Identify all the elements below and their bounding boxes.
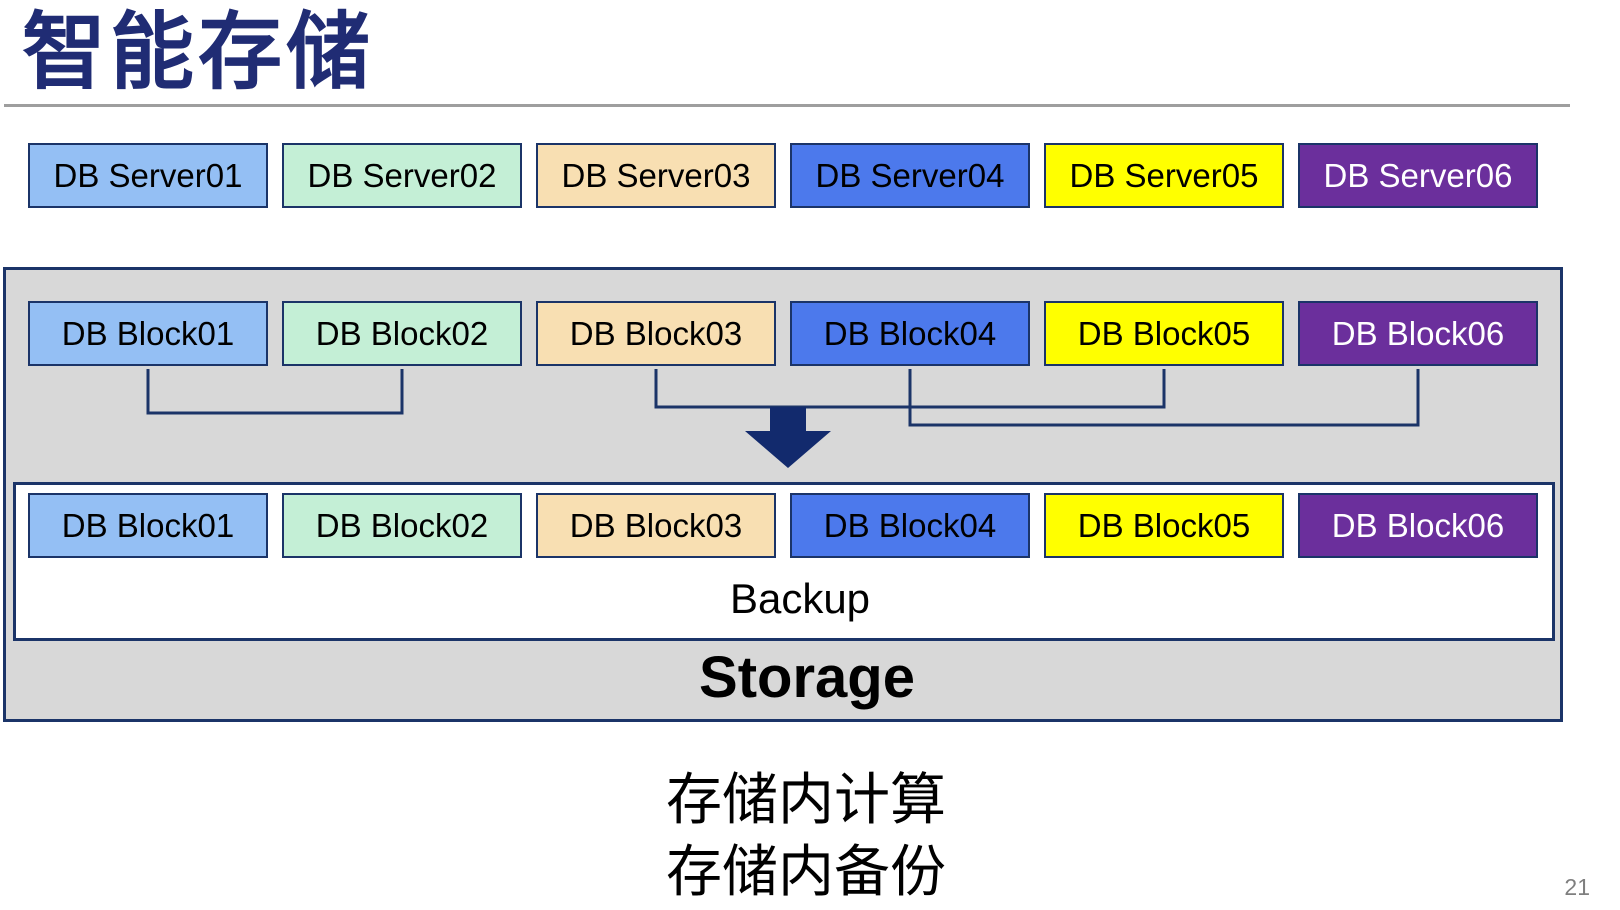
- title-divider: [4, 104, 1570, 107]
- db-server-box-05: DB Server05: [1044, 143, 1284, 208]
- page-number: 21: [1564, 874, 1590, 900]
- db-block-top-box-04: DB Block04: [790, 301, 1030, 366]
- db-block-bottom-box-02: DB Block02: [282, 493, 522, 558]
- caption-line-2: 存储内备份: [666, 840, 946, 903]
- db-block-top-box-05: DB Block05: [1044, 301, 1284, 366]
- db-block-bottom-box-03: DB Block03: [536, 493, 776, 558]
- db-block-bottom-box-06: DB Block06: [1298, 493, 1538, 558]
- caption-line-1: 存储内计算: [666, 768, 946, 831]
- page-title: 智能存储: [22, 5, 375, 99]
- db-block-bottom-box-04: DB Block04: [790, 493, 1030, 558]
- db-server-box-03: DB Server03: [536, 143, 776, 208]
- caption: 存储内计算 存储内备份: [666, 764, 946, 908]
- db-server-box-01: DB Server01: [28, 143, 268, 208]
- db-block-bottom-box-05: DB Block05: [1044, 493, 1284, 558]
- db-server-box-04: DB Server04: [790, 143, 1030, 208]
- db-block-top-box-03: DB Block03: [536, 301, 776, 366]
- db-server-box-02: DB Server02: [282, 143, 522, 208]
- db-block-top-box-02: DB Block02: [282, 301, 522, 366]
- db-server-box-06: DB Server06: [1298, 143, 1538, 208]
- db-block-top-box-06: DB Block06: [1298, 301, 1538, 366]
- db-block-bottom-box-01: DB Block01: [28, 493, 268, 558]
- backup-label: Backup: [729, 575, 871, 622]
- storage-label: Storage: [699, 645, 915, 710]
- db-block-top-box-01: DB Block01: [28, 301, 268, 366]
